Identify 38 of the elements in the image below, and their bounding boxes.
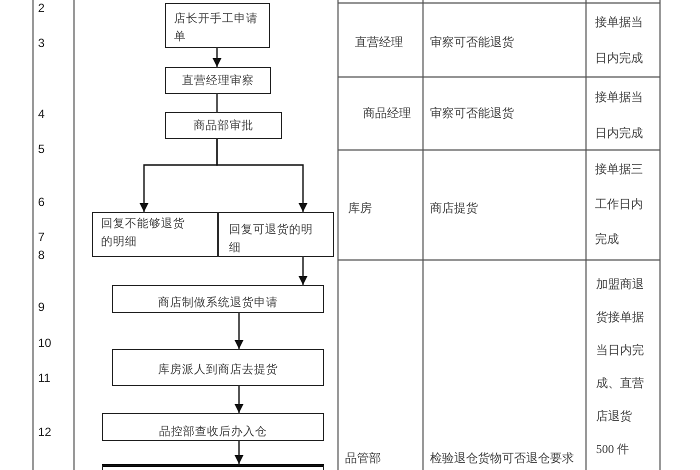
department-name: 库房 [348,200,373,216]
process-box: 直营经理审察 [165,67,271,94]
department-name: 直营经理 [355,34,404,50]
deadline-text: 接单据当日内完成 [595,14,644,67]
row-number: 3 [38,36,45,50]
task-text: 审察可否能退货 [430,34,515,50]
process-box: 库房派人到商店去提货 [112,349,324,386]
deadline-text: 加盟商退货接单据当日内完成、直营店退货 500 件 [596,276,645,458]
row-number: 8 [38,248,45,262]
arrow [212,48,222,67]
task-text: 检验退仓货物可否退仓要求 [430,450,575,466]
row-number: 6 [38,195,45,209]
process-box: 回复不能够退货的明细 [92,212,218,257]
row-number: 10 [38,336,52,350]
row-number: 4 [38,107,45,121]
row-number: 9 [38,300,45,314]
row-number: 12 [38,425,52,439]
arrow [234,386,244,413]
arrow [234,313,244,349]
process-box: 店长开手工申请单 [165,3,270,48]
row-number: 7 [38,230,45,244]
arrow [234,441,244,464]
department-name: 品管部 [345,450,382,466]
process-box: 商品部审批 [165,112,282,139]
department-name: 商品经理 [363,105,412,121]
row-number: 11 [38,371,50,385]
row-number: 2 [38,1,45,15]
row-number: 5 [38,142,45,156]
process-box: 商店制做系统退货申请 [112,285,324,313]
arrow [216,139,308,212]
task-text: 审察可否能退货 [430,105,515,121]
arrow [298,257,308,285]
deadline-text: 接单据当日内完成 [595,89,644,142]
deadline-text: 接单据三工作日内完成 [595,161,644,248]
process-box: 回复可退货的明细 [218,212,334,257]
task-text: 商店提货 [430,200,479,216]
process-box: 品控部查收后办入仓 [102,413,324,441]
connector-line [216,94,218,112]
